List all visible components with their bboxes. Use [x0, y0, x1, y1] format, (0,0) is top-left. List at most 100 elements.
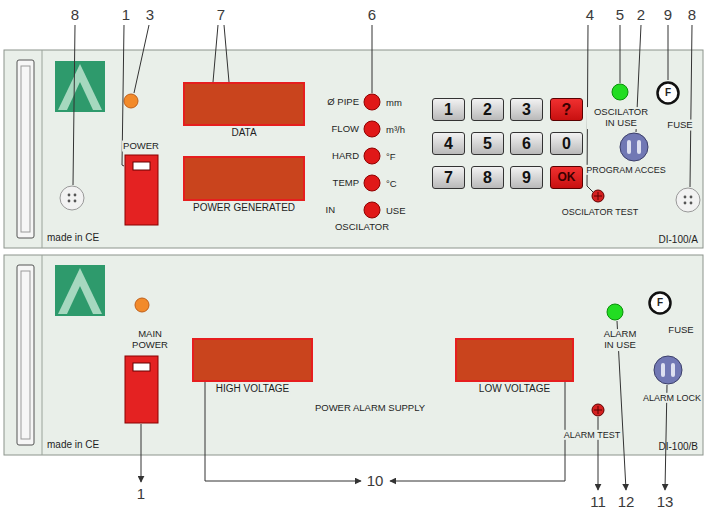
- callout-number: 5: [614, 6, 626, 23]
- keypad-key: 4: [432, 132, 465, 155]
- key-legend: ?: [562, 100, 572, 118]
- panel-label: HARD: [331, 151, 360, 162]
- screw-dot: [684, 202, 687, 205]
- fuse-holder: FFUSE: [656, 81, 680, 105]
- indicator-led: [364, 148, 380, 164]
- screw-dot: [690, 202, 693, 205]
- leader-arrow: [598, 417, 599, 490]
- logo-mark: [67, 286, 93, 314]
- callout-number: 8: [69, 6, 81, 23]
- key-slot: [637, 140, 641, 154]
- panel-label: ALARM IN USE: [597, 329, 643, 351]
- panel-label: USE: [385, 206, 407, 217]
- panel-label: °C: [385, 179, 398, 190]
- test-button: [592, 190, 604, 202]
- led-display: LOW VOLTAGE: [455, 338, 574, 382]
- origin-mark: made in CE: [47, 232, 99, 244]
- power-switch: [125, 155, 158, 225]
- key-legend: 7: [444, 168, 453, 186]
- test-button-cross: [594, 192, 602, 200]
- callout-number: 2: [635, 6, 647, 23]
- rack-panel: made in CE DI-100/A DATA POWER GENERATED 1 23…: [4, 50, 703, 248]
- fuse-circle: [658, 83, 679, 104]
- switch-window: [133, 162, 150, 170]
- logo: [55, 265, 105, 316]
- key-legend: 0: [562, 134, 571, 152]
- model-number: DI-100/A: [659, 234, 698, 246]
- logo-mark: [58, 64, 102, 110]
- alarm-led: [607, 304, 623, 320]
- keypad-key: OK: [550, 166, 583, 189]
- callout-number: 7: [215, 6, 227, 23]
- display-label: POWER GENERATED: [192, 202, 296, 214]
- indicator-led: [364, 175, 380, 191]
- leader-line: [668, 25, 669, 80]
- keypad-key: 8: [471, 166, 504, 189]
- panel-label: MAIN POWER: [124, 329, 176, 351]
- keypad-key: 0: [550, 132, 583, 155]
- screw-dot: [74, 194, 77, 197]
- bracket-arrow: [205, 382, 361, 481]
- origin-mark: made in CE: [47, 439, 99, 451]
- leader-line: [134, 25, 149, 93]
- rack-handle: [17, 265, 34, 445]
- callout-number: 4: [584, 6, 596, 23]
- keypad-key: 3: [510, 98, 543, 121]
- screw-dot: [684, 196, 687, 199]
- panel-divider: [42, 50, 43, 248]
- rack-handle-inner: [21, 66, 30, 232]
- key-legend: 9: [522, 168, 531, 186]
- key-slot: [671, 363, 675, 377]
- power-led: [124, 94, 138, 108]
- program-key-lock: [620, 133, 648, 161]
- leader-line: [620, 25, 621, 83]
- fuse-symbol: F: [665, 87, 671, 99]
- fuse-symbol: F: [657, 297, 663, 309]
- oscillator-led: [612, 84, 628, 100]
- key-slot: [627, 140, 631, 154]
- leader-line: [372, 25, 373, 93]
- panel-label: mm: [385, 98, 403, 109]
- callout-number: 8: [686, 6, 698, 23]
- leader-line: [690, 25, 692, 187]
- key-legend: 6: [522, 134, 531, 152]
- key-slot: [661, 363, 665, 377]
- fuse-circle: [650, 293, 671, 314]
- keypad-key: ?: [550, 98, 583, 121]
- screw-dot: [68, 200, 71, 203]
- logo-mark: [58, 268, 102, 314]
- indicator-led: [364, 121, 380, 137]
- fuse-label: FUSE: [666, 120, 693, 131]
- callout-number: 1: [135, 485, 147, 502]
- logo: [55, 61, 105, 112]
- callout-number: 3: [144, 6, 156, 23]
- panel-label: ALARM TEST: [563, 430, 621, 440]
- screw-dot: [68, 194, 71, 197]
- screw: [60, 186, 84, 210]
- panel-label: OSCILATOR: [334, 222, 390, 233]
- leader-line: [224, 25, 229, 82]
- keypad-key: 9: [510, 166, 543, 189]
- key-legend: OK: [558, 171, 576, 185]
- callout-number: 12: [616, 493, 637, 510]
- keypad-key: 7: [432, 166, 465, 189]
- display-label: DATA: [230, 127, 257, 139]
- leader-line: [73, 25, 75, 185]
- leader-arrow: [141, 424, 142, 482]
- callout-number: 6: [366, 6, 378, 23]
- rack-panel: made in CEDI-100/BHIGH VOLTAGELOW VOLTAG…: [4, 255, 703, 455]
- keypad-key: 6: [510, 132, 543, 155]
- panel-label: FLOW: [331, 124, 360, 135]
- panel-label: OSCILATOR TEST: [561, 207, 640, 217]
- led-display: HIGH VOLTAGE: [192, 338, 313, 382]
- key-legend: 5: [483, 134, 492, 152]
- callout-number: 9: [662, 6, 674, 23]
- bracket-arrow: [390, 382, 565, 481]
- main-power-switch: [125, 356, 158, 423]
- key-legend: 1: [444, 100, 453, 118]
- panel-label: POWER: [122, 141, 160, 152]
- panel-plate: [4, 50, 703, 248]
- fuse-holder: FFUSE: [648, 291, 672, 315]
- key-legend: 2: [483, 100, 492, 118]
